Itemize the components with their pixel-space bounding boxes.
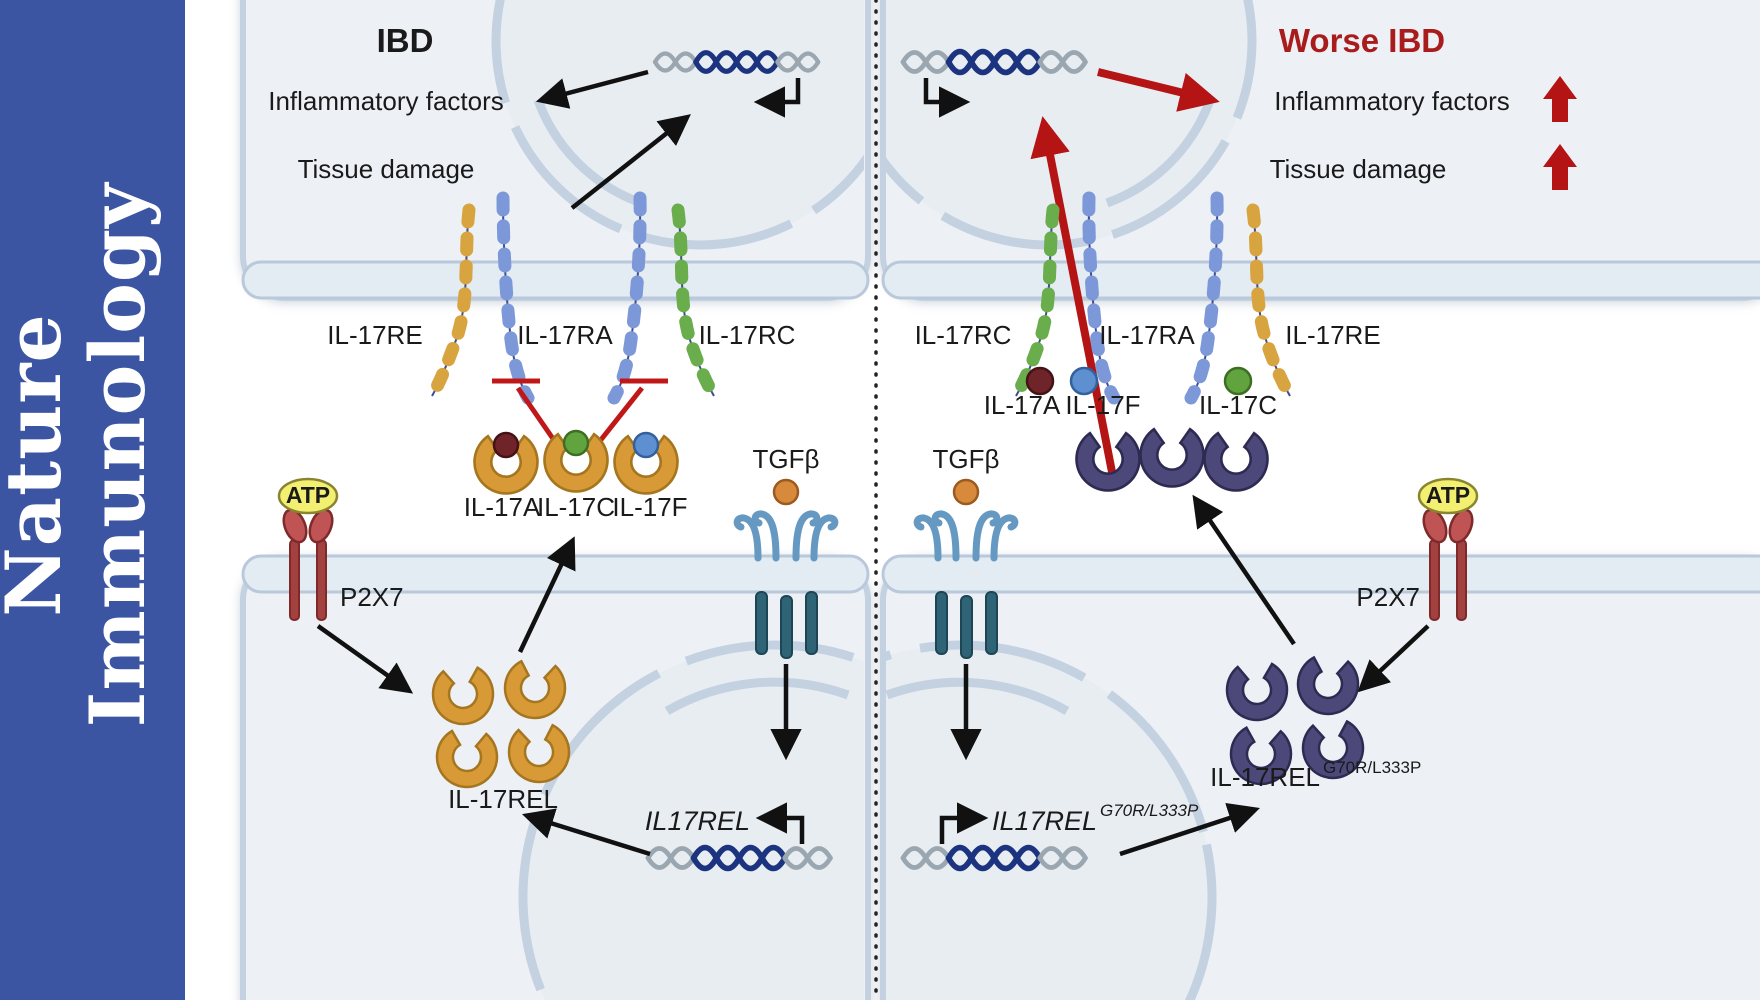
inhibition-line	[594, 386, 644, 448]
left-il17f-label: IL-17F	[612, 492, 687, 522]
left-il17re-label: IL-17RE	[327, 320, 422, 350]
panel-left: IBD Inflammatory factors Tissue damage I…	[268, 22, 835, 868]
right-il17c-label: IL-17C	[1199, 390, 1277, 420]
arrow-p2x7-to-il17rel	[316, 624, 414, 694]
left-tgfb-label: TGFβ	[753, 444, 820, 474]
tgfb-ball-icon	[772, 478, 800, 506]
left-tissue-damage-label: Tissue damage	[298, 154, 475, 184]
right-il17rel-gene-label: IL17REL	[992, 806, 1097, 836]
il17rc-receptor	[1009, 203, 1060, 403]
increase-arrow-icon	[1543, 76, 1577, 122]
right-il17rel-gene-mutation-superscript: G70R/L333P	[1100, 801, 1199, 820]
right-il17a-label: IL-17A	[984, 390, 1061, 420]
il17ra-receptor	[1082, 191, 1121, 405]
transcription-arrow-icon	[753, 78, 801, 118]
arrow-nucleus-to-factors	[535, 69, 649, 109]
left-il17rel-label: IL-17REL	[448, 784, 558, 814]
journal-name-line2: Immunology	[73, 182, 162, 727]
tgfb-ball-icon	[952, 478, 980, 506]
membrane-bottom-right	[881, 554, 1760, 594]
right-panel-title: Worse IBD	[1279, 22, 1445, 59]
journal-sidebar: Nature Immunology	[0, 0, 185, 1000]
il17f-ball-icon	[632, 431, 660, 459]
sidebar-band	[0, 0, 185, 1000]
receptor-complexes-right	[1009, 191, 1297, 405]
inhibition-tbars	[492, 378, 668, 448]
red-arrow-nucleus-to-factors	[1097, 68, 1220, 112]
il17rc-receptor	[671, 203, 721, 403]
left-il17a-label: IL-17A	[464, 492, 541, 522]
il17c-ball-icon	[1223, 366, 1253, 396]
right-p2x7-label: P2X7	[1356, 582, 1420, 612]
il17a-ball-icon	[492, 431, 520, 459]
inhibition-line	[515, 386, 561, 448]
panel-right: Worse IBD Inflammatory factors Tissue da…	[903, 22, 1577, 868]
il17re-receptor	[425, 203, 476, 403]
right-il17rc-label: IL-17RC	[915, 320, 1012, 350]
left-panel-title: IBD	[377, 22, 434, 59]
right-tissue-damage-label: Tissue damage	[1270, 154, 1447, 184]
arrow-p2x7-to-mutant-il17rel	[1357, 624, 1430, 693]
left-il17c-label: IL-17C	[537, 492, 615, 522]
membrane-top-left	[241, 260, 870, 300]
arrow-il17rel-to-ligands	[517, 536, 576, 653]
right-il17rel-label: IL-17REL	[1210, 762, 1320, 792]
red-arrow-signaling-to-nucleus	[1030, 116, 1116, 473]
left-il17ra-label: IL-17RA	[517, 320, 613, 350]
arrow-gene-to-mutant-protein	[1119, 802, 1260, 857]
il17a-ball-icon	[1025, 366, 1055, 396]
il17re-receptor	[1246, 203, 1297, 403]
right-inflammatory-factors-label: Inflammatory factors	[1274, 86, 1510, 116]
transcription-arrow-icon	[939, 802, 989, 844]
left-inflammatory-factors-label: Inflammatory factors	[268, 86, 504, 116]
right-il17re-label: IL-17RE	[1285, 320, 1380, 350]
transcription-arrow-icon	[755, 802, 805, 844]
il17c-ball-icon	[562, 429, 590, 457]
increase-arrow-icon	[1543, 144, 1577, 190]
arrow-mutant-cluster-up	[1192, 494, 1296, 646]
arrow-receptor-to-nucleus	[570, 114, 691, 210]
right-il17rel-mutation-superscript: G70R/L333P	[1323, 758, 1421, 777]
right-tgfb-label: TGFβ	[933, 444, 1000, 474]
il17rel-ligand-complexes	[473, 429, 679, 495]
journal-name-line1: Nature	[0, 313, 78, 616]
right-atp-label: ATP	[1426, 482, 1470, 508]
arrow-gene-to-protein	[521, 808, 651, 857]
right-il17f-label: IL-17F	[1065, 390, 1140, 420]
transcription-arrow-icon	[923, 78, 971, 118]
left-p2x7-label: P2X7	[340, 582, 404, 612]
left-atp-label: ATP	[286, 482, 330, 508]
membrane-top-right	[881, 260, 1760, 300]
right-il17ra-label: IL-17RA	[1099, 320, 1195, 350]
left-il17rel-gene-label: IL17REL	[645, 806, 750, 836]
il17ra-receptor	[1184, 191, 1224, 405]
left-il17rc-label: IL-17RC	[699, 320, 796, 350]
il17f-ball-icon	[1069, 366, 1099, 396]
